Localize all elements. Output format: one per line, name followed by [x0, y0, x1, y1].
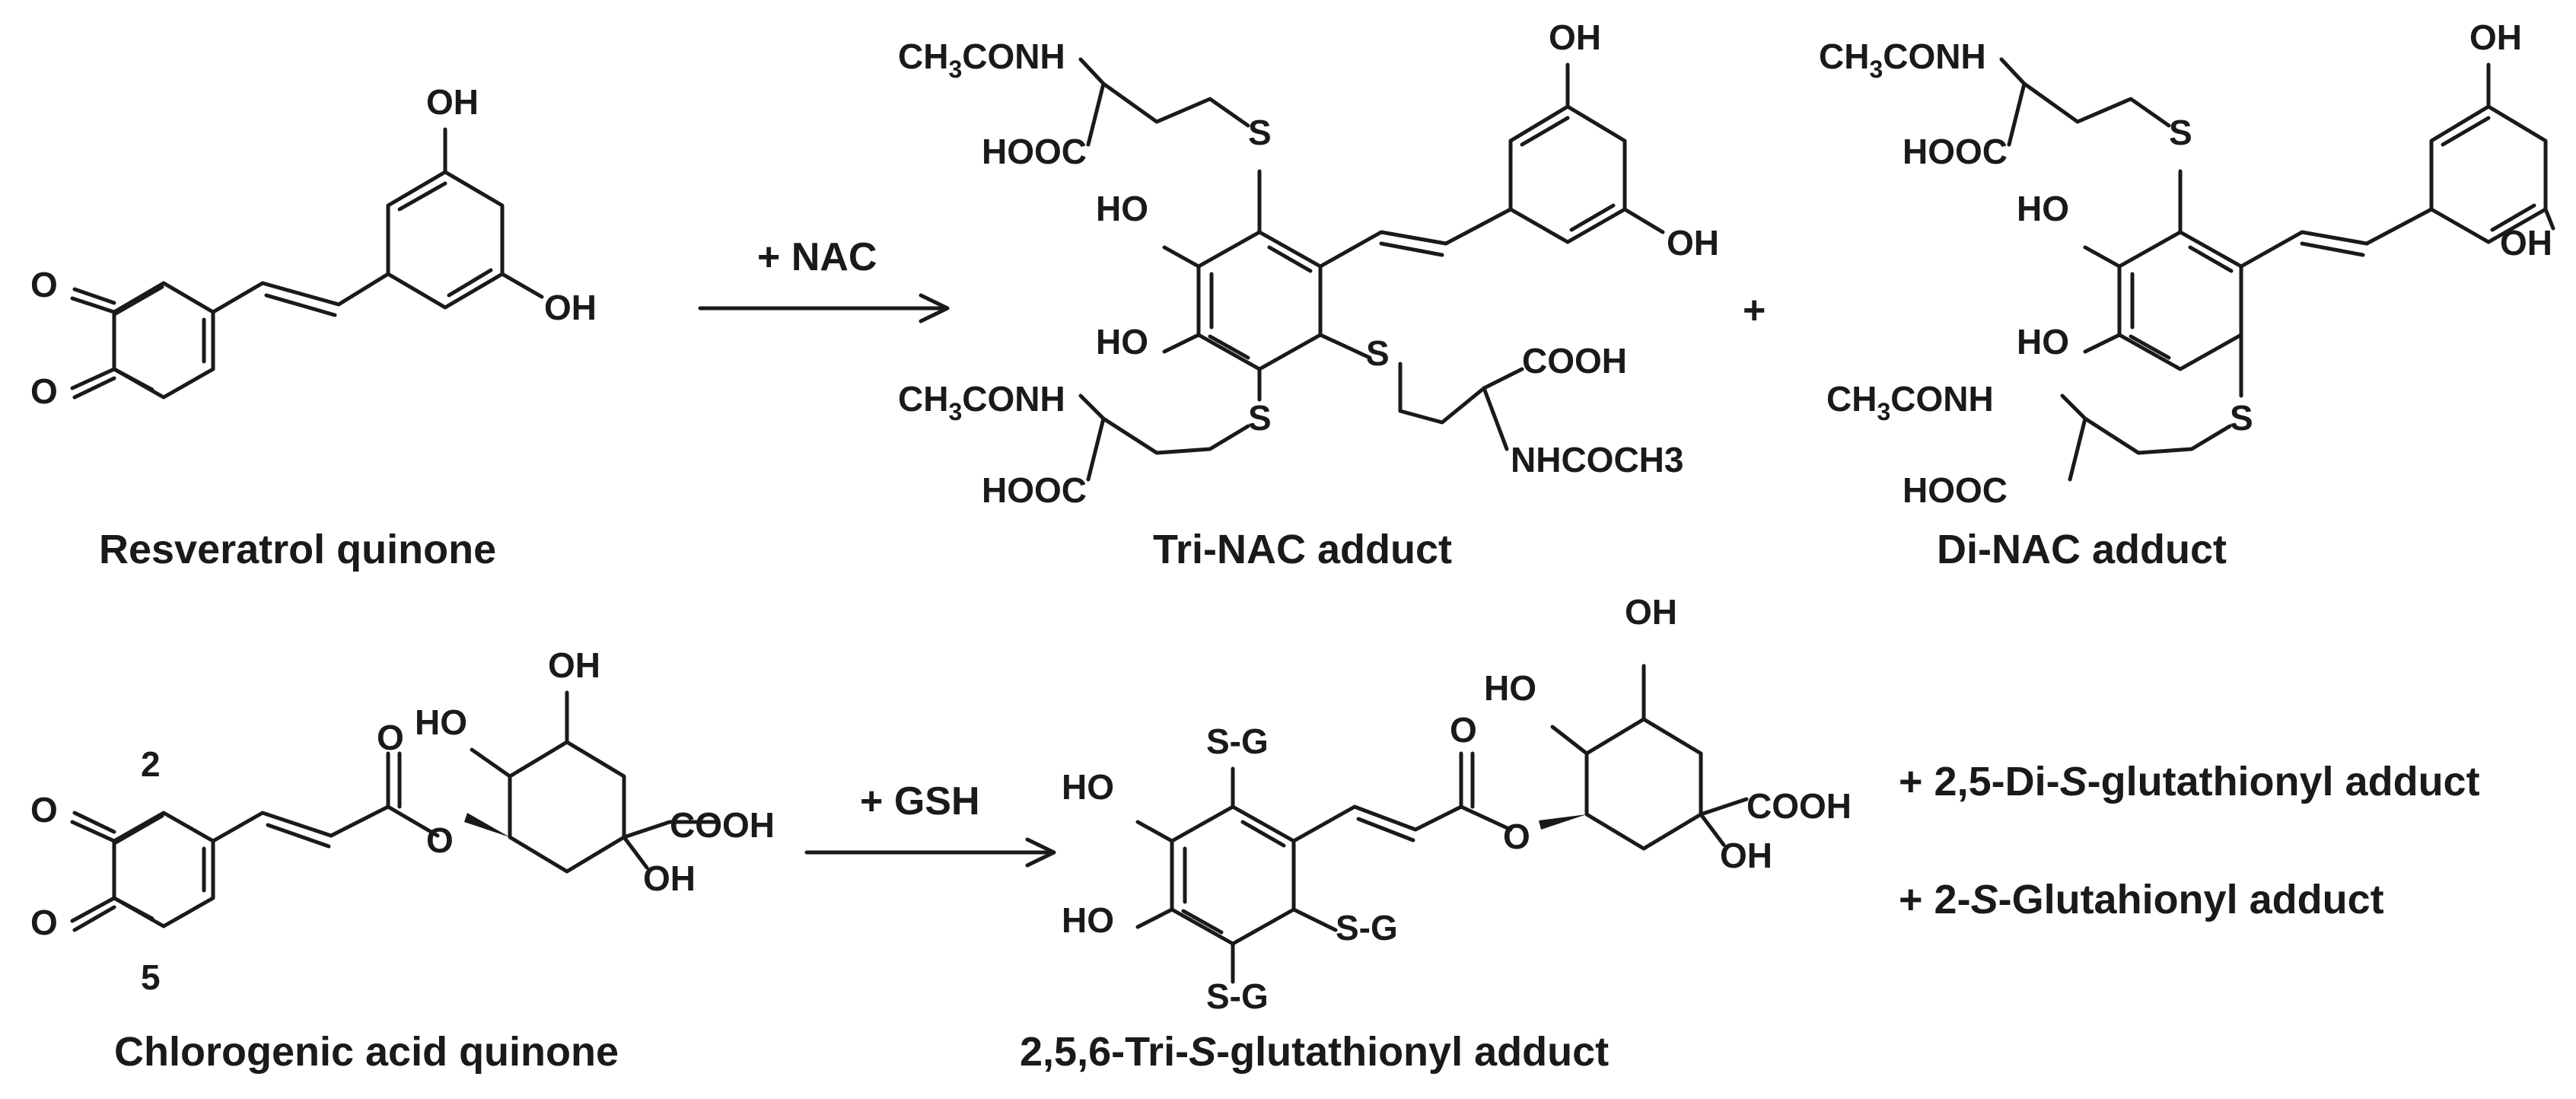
- hydroxyl-ho-1: HO: [1096, 189, 1148, 228]
- sg-top: S-G: [1206, 722, 1269, 761]
- side-product-di-glutathionyl: + 2,5-Di-S-glutathionyl adduct: [1899, 759, 2480, 804]
- di-nac-adduct-structure: HO HO S CH3CONH HOOC S CH3CONH HOOC OH O…: [1819, 18, 2555, 510]
- hydroxyl-right: OH: [544, 288, 597, 327]
- nac-acid-right: COOH: [1522, 341, 1627, 381]
- tri-glutathionyl-adduct-structure: HO HO S-G S-G S-G O O HO OH COOH OH: [1062, 592, 1852, 1016]
- hydroxyl-ho-1-di: HO: [2017, 189, 2069, 228]
- caption-resveratrol-quinone: Resveratrol quinone: [99, 527, 496, 572]
- hydroxyl-ho-2: HO: [1096, 322, 1148, 362]
- reaction-arrow-nac: + NAC: [698, 235, 950, 323]
- nac-amide-bottom: CH3CONH: [898, 379, 1065, 425]
- nac-acid-bottom-di: HOOC: [1903, 470, 2008, 510]
- carbonyl-oxygen-2: O: [30, 371, 58, 411]
- hydroxyl-ho-cga: HO: [415, 702, 467, 742]
- carboxyl-gsh: COOH: [1747, 786, 1852, 826]
- reaction-arrow-gsh: + GSH: [804, 779, 1056, 868]
- resveratrol-quinone-structure: O O OH OH: [30, 82, 597, 411]
- sulfur-top: S: [1248, 113, 1272, 152]
- nac-chain-bottom: [1078, 393, 1250, 482]
- caption-tri-nac: Tri-NAC adduct: [1153, 527, 1452, 572]
- carbonyl-oxygen-cga-2: O: [30, 903, 58, 942]
- position-5-label: 5: [141, 957, 161, 997]
- quinone-ring: [112, 281, 215, 400]
- ester-oxygen-gsh: O: [1503, 817, 1530, 856]
- quinic-ring: [508, 740, 626, 874]
- hydroxyl-ho-gsh-1: HO: [1062, 767, 1114, 807]
- reagent-gsh: + GSH: [860, 779, 980, 823]
- hydroxyl-bottom-quinic-gsh: OH: [1720, 836, 1772, 875]
- stilbene-double-bond-tri: [1318, 207, 1513, 269]
- hydroxyl-top-cga: OH: [548, 645, 600, 685]
- caption-tri-glutathionyl: 2,5,6-Tri-S-glutathionyl adduct: [1020, 1029, 1609, 1075]
- sulfur-top-di: S: [2169, 113, 2192, 152]
- hydroxyl-right-tri: OH: [1667, 223, 1719, 263]
- hydroxyl-top-quinic-gsh: OH: [1625, 592, 1677, 632]
- hydroxyl-top: OH: [426, 82, 479, 122]
- sg-right: S-G: [1336, 908, 1398, 948]
- sulfur-right: S: [1366, 333, 1390, 373]
- position-2-label: 2: [141, 744, 161, 784]
- hydroxyl-top-di: OH: [2469, 18, 2522, 57]
- central-ring: [1196, 230, 1323, 371]
- quinone-ring-double-bonds: [112, 285, 206, 392]
- central-ring-di: [2117, 230, 2243, 371]
- hydroxyl-bottom-cga: OH: [643, 858, 696, 898]
- stereo-wedge-1: [464, 813, 510, 837]
- nac-amide-right: NHCOCH3: [1511, 440, 1683, 479]
- caffeoyl-chain-gsh: [1291, 751, 1513, 843]
- nac-amide-bottom-di: CH3CONH: [1826, 379, 1994, 425]
- oh-bonds: [443, 127, 544, 299]
- hydroxyl-ho-2-di: HO: [2017, 322, 2069, 362]
- quinic-ring-gsh: [1584, 717, 1703, 851]
- plus-sign: +: [1743, 288, 1766, 333]
- ester-carbonyl-oxygen: O: [377, 718, 404, 757]
- stilbene-double-bond: [211, 272, 390, 317]
- carbonyl-oxygen-cga-1: O: [30, 790, 58, 830]
- carboxyl-cga: COOH: [670, 805, 775, 845]
- resorcinol-ring-tri: [1508, 104, 1627, 244]
- carbonyl-bonds: [70, 287, 116, 400]
- stilbene-double-bond-di: [2239, 207, 2434, 269]
- nac-chain-right: [1398, 362, 1524, 451]
- hydroxyl-right-di: OH: [2500, 223, 2552, 263]
- chlorogenic-acid-quinone-structure: O O 2 5 O O HO OH COOH OH: [30, 645, 775, 997]
- ester-carbonyl-oxygen-gsh: O: [1450, 710, 1477, 750]
- caption-di-nac: Di-NAC adduct: [1937, 527, 2227, 572]
- sg-bottom: S-G: [1206, 976, 1269, 1016]
- reagent-nac: + NAC: [757, 235, 877, 279]
- central-ring-gsh: [1170, 804, 1296, 946]
- sulfur-bottom-di: S: [2230, 398, 2253, 438]
- nac-amide-top: CH3CONH: [898, 37, 1065, 83]
- nac-chain-top: [1078, 57, 1250, 147]
- hydroxyl-top-tri: OH: [1549, 18, 1601, 57]
- caption-chlorogenic-quinone: Chlorogenic acid quinone: [114, 1029, 619, 1075]
- nac-acid-top-di: HOOC: [1903, 132, 2008, 171]
- hydroxyl-ho-gsh-2: HO: [1062, 900, 1114, 940]
- nac-acid-top: HOOC: [982, 132, 1087, 171]
- quinone-ring-cga: [112, 811, 215, 929]
- resorcinol-ring-di: [2429, 104, 2548, 244]
- caffeoyl-chain: [211, 751, 440, 849]
- resorcinol-ring: [386, 170, 505, 310]
- nac-amide-top-di: CH3CONH: [1819, 37, 1986, 83]
- nac-acid-bottom: HOOC: [982, 470, 1087, 510]
- hydroxyl-ho-quinic-gsh: HO: [1484, 668, 1536, 708]
- side-product-mono-glutathionyl: + 2-S-Glutahionyl adduct: [1899, 877, 2384, 922]
- carbonyl-oxygen-1: O: [30, 265, 58, 304]
- tri-nac-adduct-structure: HO HO S CH3CONH HOOC S CH3CONH HOOC S CO…: [898, 18, 1719, 510]
- sulfur-bottom: S: [1248, 398, 1272, 438]
- ester-oxygen: O: [426, 820, 454, 860]
